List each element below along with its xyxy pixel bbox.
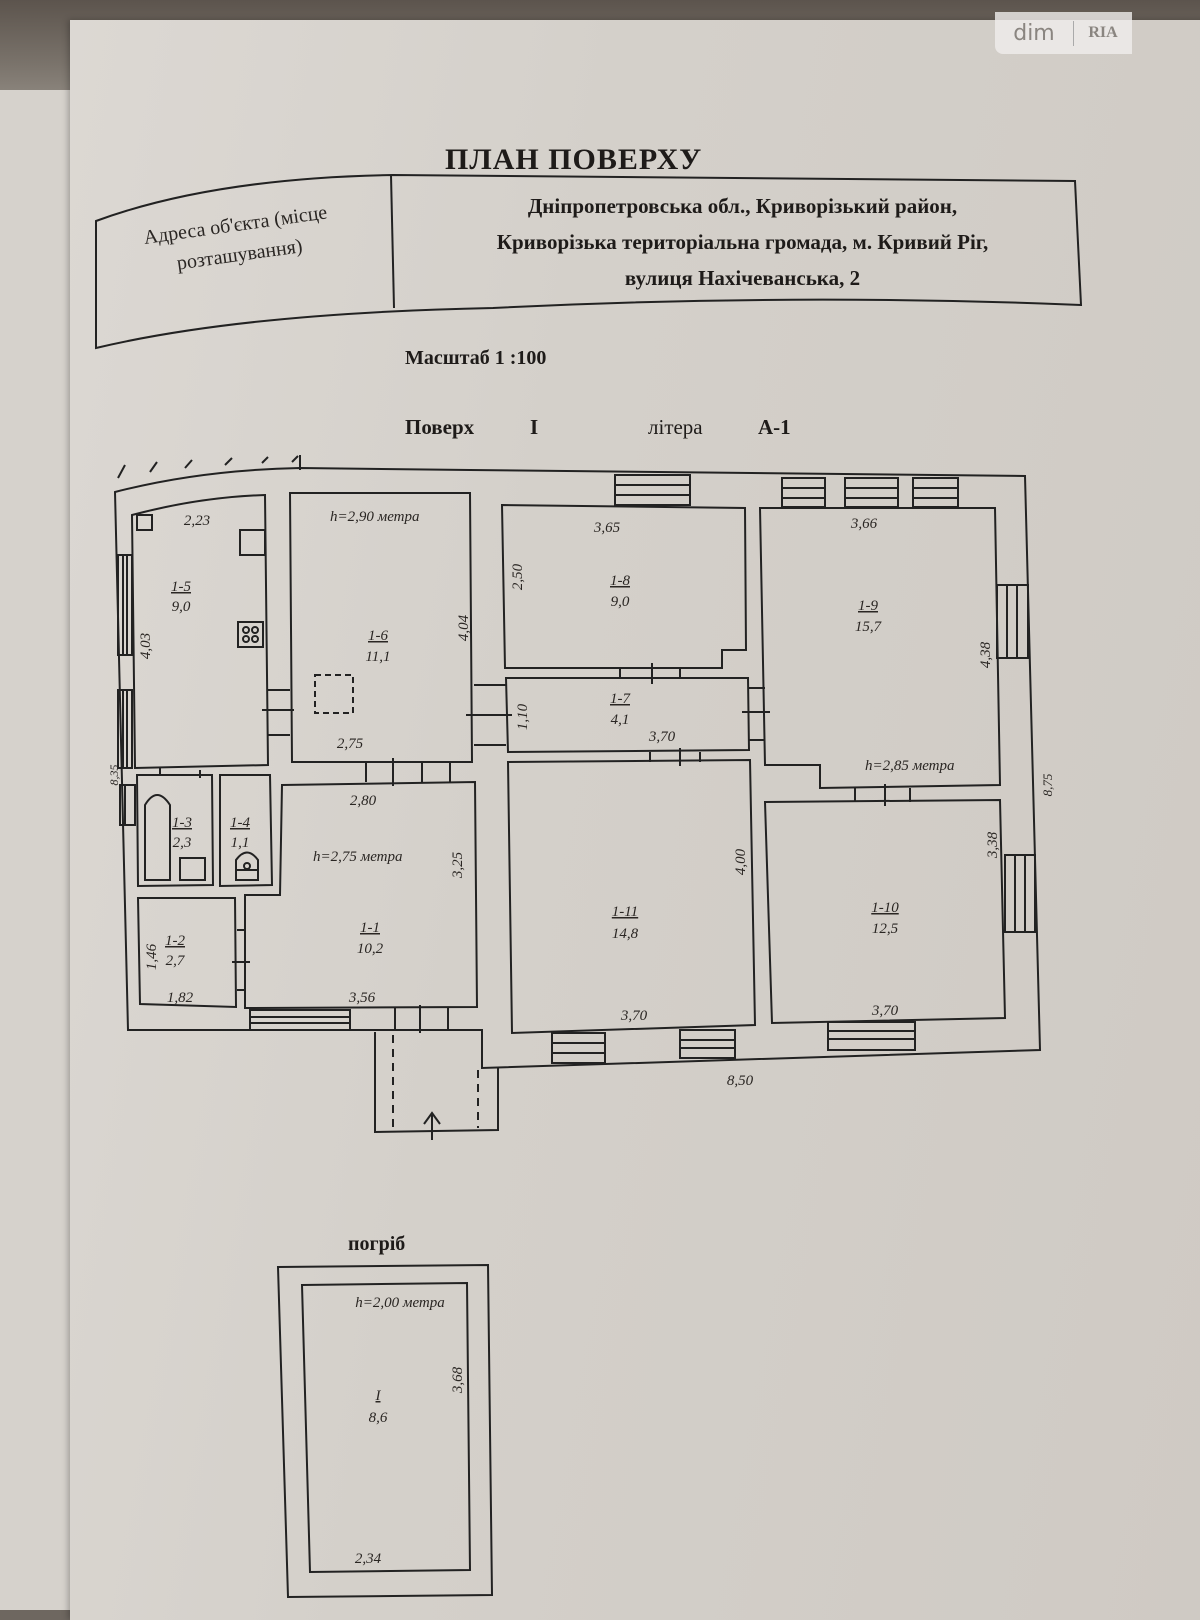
- svg-text:1-10: 1-10: [871, 900, 899, 916]
- svg-text:8,75: 8,75: [1040, 773, 1055, 796]
- watermark-dim: dim: [995, 20, 1074, 46]
- svg-text:1-3: 1-3: [172, 815, 192, 831]
- svg-text:2,7: 2,7: [166, 953, 186, 969]
- cellar-area: 8,6: [369, 1410, 388, 1426]
- svg-text:1-8: 1-8: [610, 573, 630, 589]
- svg-text:1-1: 1-1: [360, 920, 380, 936]
- cellar-plan: h=2,00 метра I 8,6 3,68 2,34: [276, 1263, 494, 1599]
- cellar-height-dim: 3,68: [450, 1366, 466, 1394]
- floor-value: I: [530, 415, 539, 439]
- svg-text:11,1: 11,1: [365, 649, 390, 665]
- document-title: ПЛАН ПОВЕРХУ: [445, 143, 703, 176]
- svg-text:8,50: 8,50: [727, 1073, 754, 1089]
- svg-text:1-4: 1-4: [230, 815, 250, 831]
- svg-text:h=2,85 метра: h=2,85 метра: [865, 758, 955, 774]
- svg-text:8,35: 8,35: [107, 765, 121, 786]
- svg-text:3,38: 3,38: [985, 831, 1001, 859]
- address-value: Дніпропетровська обл., Криворізький райо…: [405, 188, 1080, 296]
- floor-label: Поверх: [405, 415, 475, 439]
- svg-text:2,75: 2,75: [337, 736, 364, 752]
- svg-text:15,7: 15,7: [855, 619, 883, 635]
- svg-text:1,10: 1,10: [515, 703, 531, 730]
- watermark-ria: RIA: [1088, 24, 1118, 41]
- letter-value: А-1: [758, 415, 791, 439]
- cellar-width-dim: 2,34: [355, 1551, 382, 1567]
- document-page: [70, 20, 1200, 1620]
- svg-text:1-7: 1-7: [610, 691, 631, 707]
- address-line-3: вулиця Нахічеванська, 2: [624, 266, 861, 290]
- svg-text:1,46: 1,46: [144, 943, 160, 970]
- room-1-5-area: 9,0: [172, 599, 191, 615]
- svg-text:14,8: 14,8: [612, 926, 639, 942]
- svg-text:1,1: 1,1: [231, 835, 250, 851]
- svg-text:4,1: 4,1: [611, 712, 630, 728]
- svg-text:2,50: 2,50: [510, 563, 526, 590]
- svg-text:10,2: 10,2: [357, 941, 384, 957]
- svg-text:2,3: 2,3: [173, 835, 192, 851]
- svg-text:4,04: 4,04: [456, 614, 472, 641]
- svg-text:3,70: 3,70: [620, 1008, 648, 1024]
- svg-text:3,66: 3,66: [850, 516, 878, 532]
- cellar-room-id: I: [375, 1388, 382, 1404]
- svg-text:9,0: 9,0: [611, 594, 630, 610]
- svg-text:4,03: 4,03: [138, 633, 154, 659]
- svg-text:1-11: 1-11: [612, 904, 638, 920]
- svg-text:2,23: 2,23: [184, 513, 210, 529]
- floor-plan: 1-5 9,0 1-6 11,1 1-8 9,0 1-9 15,7 1-7 4,…: [107, 455, 1055, 1140]
- address-table: [95, 173, 1083, 350]
- svg-text:4,38: 4,38: [978, 641, 994, 668]
- svg-text:4,00: 4,00: [733, 848, 749, 875]
- cellar-height: h=2,00 метра: [355, 1295, 445, 1311]
- letter-label: літера: [648, 415, 703, 439]
- svg-text:3,65: 3,65: [593, 520, 621, 536]
- svg-text:h=2,75 метра: h=2,75 метра: [313, 849, 403, 865]
- svg-text:12,5: 12,5: [872, 921, 899, 937]
- scale-label: Масштаб 1 :100: [405, 347, 547, 369]
- svg-text:h=2,90 метра: h=2,90 метра: [330, 509, 420, 525]
- svg-text:1-9: 1-9: [858, 598, 878, 614]
- svg-text:3,70: 3,70: [648, 729, 676, 745]
- room-1-5-id: 1-5: [171, 579, 191, 595]
- svg-text:1-2: 1-2: [165, 933, 185, 949]
- address-line-1: Дніпропетровська обл., Криворізький райо…: [527, 194, 958, 218]
- svg-text:1,82: 1,82: [167, 990, 194, 1006]
- svg-text:1-6: 1-6: [368, 628, 388, 644]
- svg-text:3,25: 3,25: [450, 851, 466, 879]
- watermark-logo: dim RIA: [995, 12, 1132, 54]
- svg-text:2,80: 2,80: [350, 793, 377, 809]
- cellar-title: погріб: [348, 1233, 406, 1255]
- svg-text:3,56: 3,56: [348, 990, 376, 1006]
- address-line-2: Криворізька територіальна громада, м. Кр…: [496, 230, 989, 254]
- svg-text:3,70: 3,70: [871, 1003, 899, 1019]
